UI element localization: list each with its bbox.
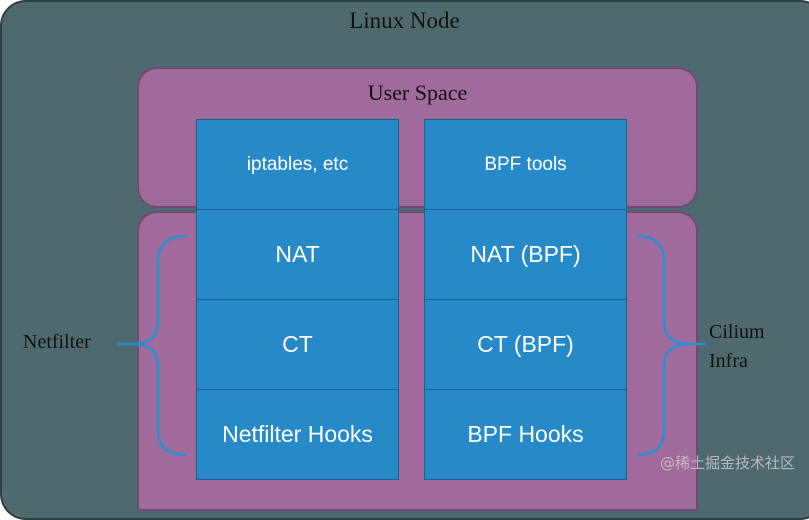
ct-bpf-box: CT (BPF) (424, 299, 627, 390)
netfilter-brace-icon (135, 234, 187, 457)
cilium-brace-icon (636, 234, 687, 457)
watermark: @稀土掘金技术社区 (659, 454, 795, 472)
cilium-label-line1: Cilium (709, 321, 765, 343)
cilium-infra-label: Cilium Infra (709, 318, 765, 376)
brace-connectors (117, 234, 706, 457)
user-space-title: User Space (367, 80, 468, 105)
netfilter-label: Netfilter (23, 331, 91, 353)
netfilter-hooks-box: Netfilter Hooks (196, 389, 399, 480)
nat-box: NAT (196, 209, 399, 300)
cilium-label-line2: Infra (709, 350, 748, 372)
nat-bpf-box: NAT (BPF) (424, 209, 627, 300)
iptables-box: iptables, etc (196, 119, 399, 210)
bpf-hooks-box: BPF Hooks (424, 389, 627, 480)
ct-box: CT (196, 299, 399, 390)
linux-node-title: Linux Node (349, 8, 460, 33)
